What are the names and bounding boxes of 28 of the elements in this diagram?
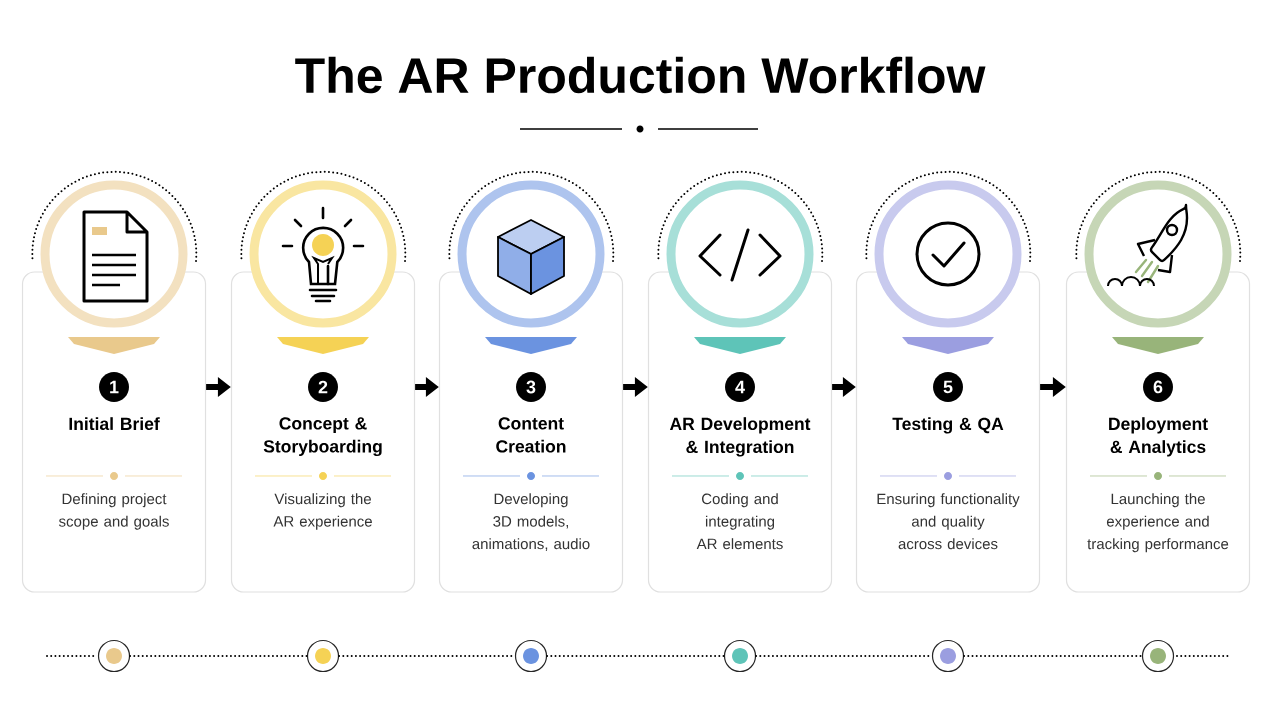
timeline-marker <box>1141 639 1175 673</box>
number-badge: 5 <box>933 372 963 402</box>
timeline-marker <box>514 639 548 673</box>
number-badge: 1 <box>99 372 129 402</box>
dotted-connector <box>129 655 308 657</box>
step-description: Launching the experience and tracking performance <box>1087 493 1229 553</box>
step-title: AR Development & Integration <box>669 417 811 457</box>
step-title: Concept & Storyboarding <box>263 417 382 457</box>
step-description: Ensuring functionality and quality across devices <box>877 493 1020 550</box>
step-description: Defining project scope and goals <box>59 493 169 530</box>
timeline-marker <box>723 639 757 673</box>
number-badge: 4 <box>725 372 755 402</box>
timeline-marker <box>931 639 965 673</box>
dotted-connector <box>963 655 1143 657</box>
step-title: Initial Brief <box>69 417 160 431</box>
dotted-connector <box>546 655 725 657</box>
number-badge: 2 <box>308 372 338 402</box>
number-badge: 3 <box>516 372 546 402</box>
step-description: Coding and integrating AR elements <box>696 493 783 550</box>
timeline-marker <box>306 639 340 673</box>
step-description: Developing 3D models, animations, audio <box>472 493 590 551</box>
step-title: Content Creation <box>496 417 566 453</box>
timeline-marker <box>97 639 131 673</box>
title: The AR Production Workflow <box>295 56 986 94</box>
step-title: Testing & QA <box>892 417 1004 434</box>
step-title: Deployment & Analytics <box>1109 417 1208 457</box>
step-description: Visualizing the AR experience <box>273 493 372 530</box>
number-badge: 6 <box>1143 372 1173 402</box>
